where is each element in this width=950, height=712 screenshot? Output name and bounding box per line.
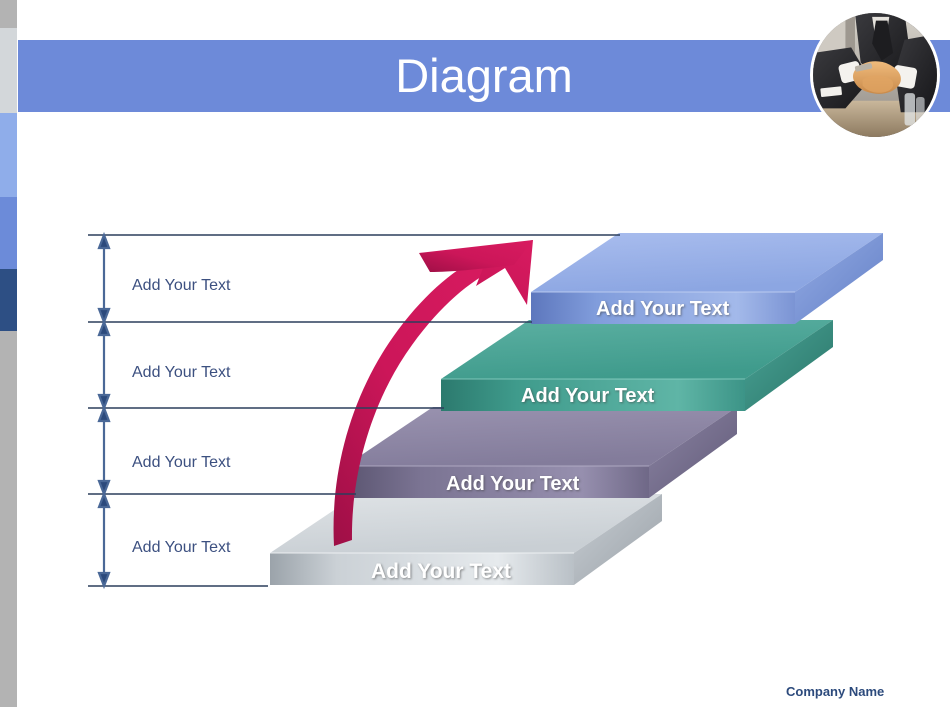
step-gray-top (270, 494, 662, 553)
scale-label-1: Add Your Text (132, 277, 231, 294)
step-blue-side (795, 233, 883, 324)
handshake-photo (810, 10, 940, 140)
step-teal-face (441, 379, 745, 411)
rail-segment-pale-gray (0, 28, 17, 113)
step-gray-face (270, 553, 574, 585)
step-gray[interactable] (270, 494, 662, 585)
step-purple-label: Add Your Text (446, 473, 580, 495)
step-teal-label: Add Your Text (521, 385, 655, 407)
left-accent-rail (0, 0, 17, 707)
step-blue-face (531, 292, 795, 324)
step-blue[interactable] (531, 233, 883, 324)
rail-segment-gray-top (0, 0, 17, 28)
step-gray-side (574, 494, 662, 585)
company-name-footer: Company Name (786, 684, 885, 699)
title-band (18, 40, 950, 112)
rail-segment-dark-blue (0, 269, 17, 331)
step-blue-top (531, 233, 883, 292)
step-teal-side (745, 320, 833, 411)
rail-segment-light-blue (0, 113, 17, 197)
step-blue-label: Add Your Text (596, 298, 730, 320)
scale-label-4: Add Your Text (132, 539, 231, 556)
step-gray-label: Add Your Text (371, 560, 512, 583)
page-title: Diagram (395, 49, 573, 102)
step-purple-face (345, 466, 649, 498)
scale-dimension-arrows (97, 231, 111, 590)
step-purple-side (649, 407, 737, 498)
step-purple[interactable] (345, 407, 737, 498)
scale-label-2: Add Your Text (132, 364, 231, 381)
growth-arrow (333, 240, 533, 546)
scale-label-3: Add Your Text (132, 454, 231, 471)
step-teal[interactable] (441, 320, 833, 411)
step-teal-top (441, 320, 833, 379)
step-purple-top (345, 407, 737, 466)
rail-segment-gray-bottom (0, 331, 17, 707)
scale-gridlines (88, 234, 620, 587)
rail-segment-medium-blue (0, 197, 17, 269)
